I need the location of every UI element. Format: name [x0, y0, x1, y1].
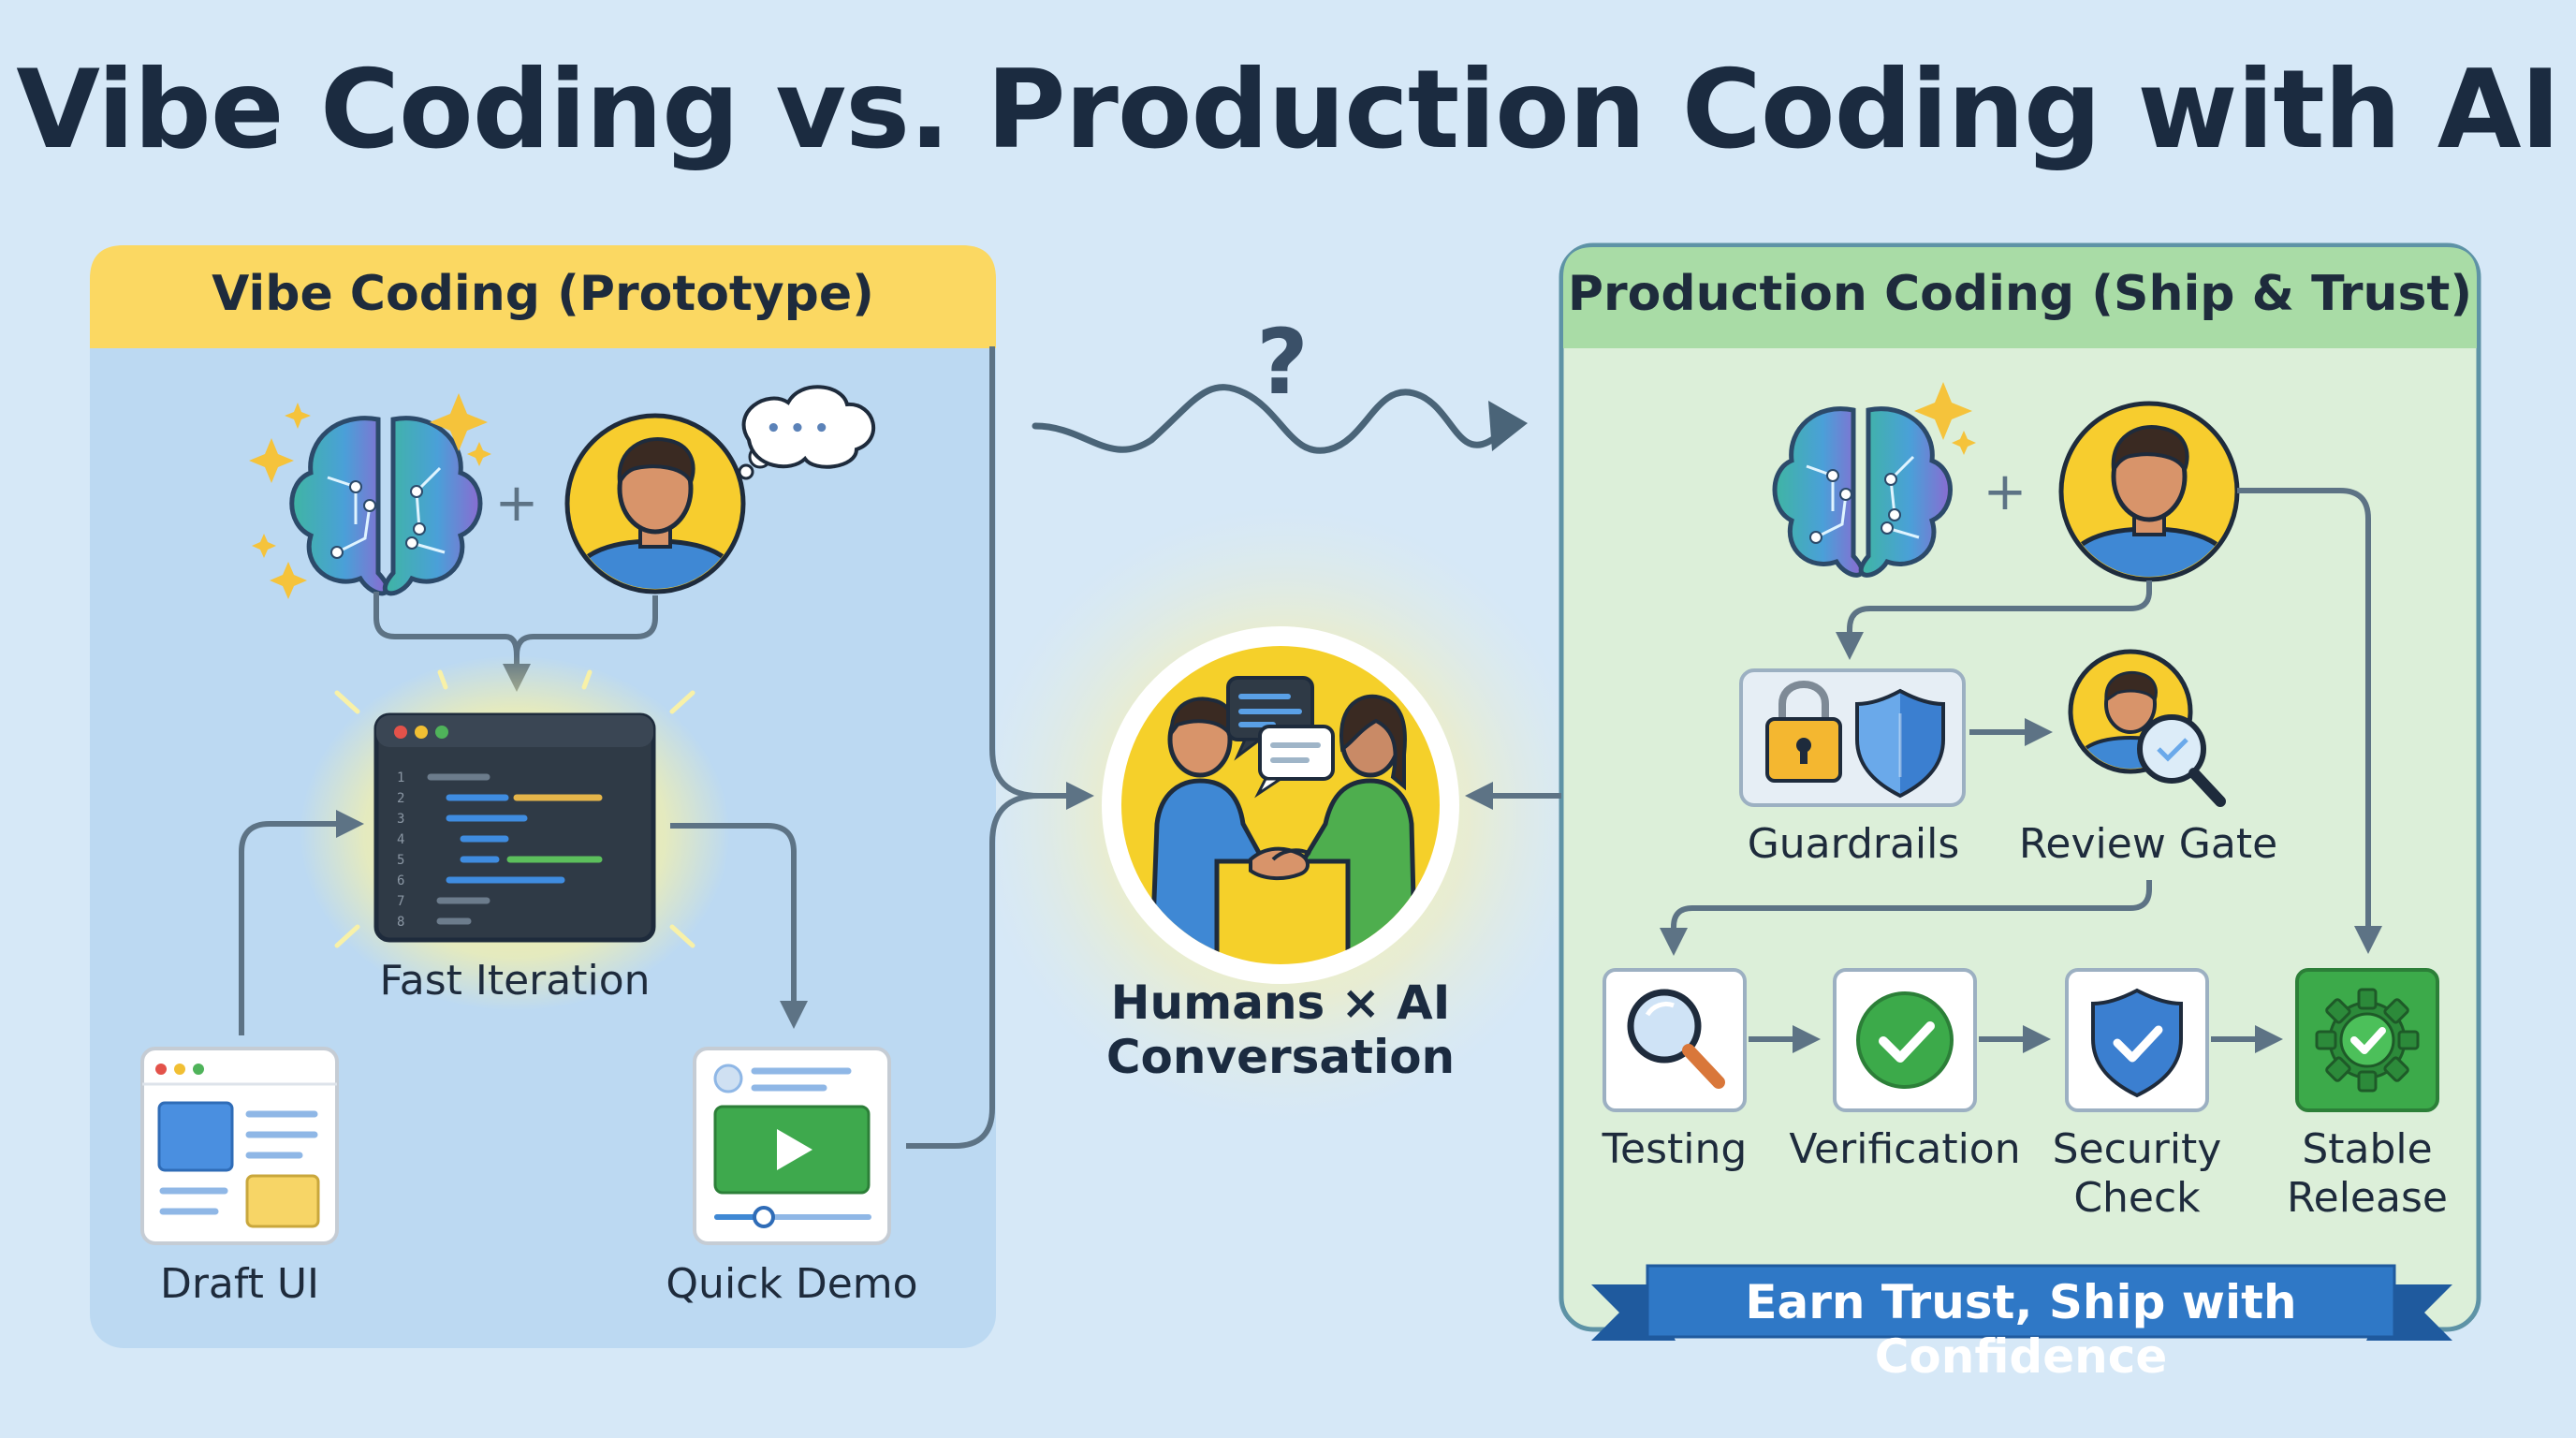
check-circle-icon: [1856, 991, 1954, 1089]
guardrails-box: [1739, 668, 1966, 807]
code-line-number: 3: [397, 812, 404, 827]
code-line-number: 4: [397, 832, 404, 847]
quick-demo-card: [693, 1047, 891, 1245]
code-line-number: 5: [397, 853, 404, 868]
wavy-arrow-head: [1488, 401, 1528, 451]
trust-banner: [1591, 1264, 2452, 1341]
guardrails-label: Guardrails: [1747, 820, 1960, 868]
humans-ai-circle: [1102, 626, 1459, 984]
page-title: Vibe Coding vs. Production Coding with A…: [16, 47, 2560, 173]
thought-bubble: [738, 385, 875, 480]
arrow-code-to-demo: [670, 823, 808, 1029]
arrow-to-guardrails: [1836, 580, 2152, 660]
code-line-number: 7: [397, 894, 404, 909]
security-check-label-line2: Check: [2073, 1174, 2201, 1222]
plus-sign: +: [495, 473, 539, 534]
vibe-panel-header: [90, 245, 996, 348]
verification-label: Verification: [1789, 1125, 2021, 1173]
production-panel-title: Production Coding (Ship & Trust): [1567, 266, 2473, 322]
shield-check-icon: [2091, 988, 2183, 1098]
plus-sign: +: [1983, 462, 2027, 522]
code-line-number: 8: [397, 915, 404, 930]
arrow-review-to-testing: [1660, 880, 2152, 956]
code-window: 1 2 3 4 5 6 7 8: [300, 655, 730, 1011]
draft-ui-label: Draft UI: [159, 1260, 320, 1308]
brain-left-half: [289, 416, 390, 596]
stable-release-label-line1: Stable: [2302, 1125, 2433, 1173]
gear-check-icon: [2315, 988, 2420, 1093]
connector-vibe-bottom: [906, 793, 1040, 1149]
arrow-draft-to-code: [239, 810, 364, 1035]
quick-demo-label: Quick Demo: [666, 1260, 918, 1308]
wavy-arrow: [1032, 384, 1520, 454]
shield-icon: [1855, 688, 1945, 799]
code-line-number: 1: [397, 770, 404, 785]
stable-release-label-line2: Release: [2287, 1174, 2448, 1222]
banner-text: Earn Trust, Ship with Confidence: [1745, 1275, 2297, 1384]
center-label-line2: Conversation: [1105, 1030, 1456, 1084]
code-line-number: 6: [397, 873, 404, 888]
fast-iteration-label: Fast Iteration: [379, 957, 651, 1005]
security-check-label-line1: Security: [2052, 1125, 2222, 1173]
production-ai-brain: [1772, 382, 1976, 578]
stable-release-box: [2295, 968, 2439, 1112]
review-gate-icon: [2068, 649, 2226, 807]
security-check-box: [2065, 968, 2209, 1112]
question-mark: ?: [1256, 310, 1309, 415]
brain-right-half: [382, 416, 483, 596]
vibe-ai-brain: [249, 393, 491, 599]
testing-box: [1603, 968, 1747, 1112]
verification-box: [1833, 968, 1977, 1112]
thought-dots: • • •: [766, 415, 829, 443]
vibe-panel-title: Vibe Coding (Prototype): [212, 266, 874, 322]
draft-ui-card: [140, 1047, 339, 1245]
magnifier-icon: [2137, 714, 2206, 784]
magnifier-icon: [1627, 989, 1702, 1064]
arrow-human-to-release: [2237, 488, 2382, 954]
center-label-line1: Humans × AI: [1110, 976, 1451, 1030]
code-line-number: 2: [397, 791, 404, 806]
arrow-human-to-code: [514, 595, 658, 656]
testing-label: Testing: [1602, 1125, 1748, 1173]
production-panel-header: [1563, 247, 2477, 348]
review-gate-label: Review Gate: [2018, 820, 2278, 868]
